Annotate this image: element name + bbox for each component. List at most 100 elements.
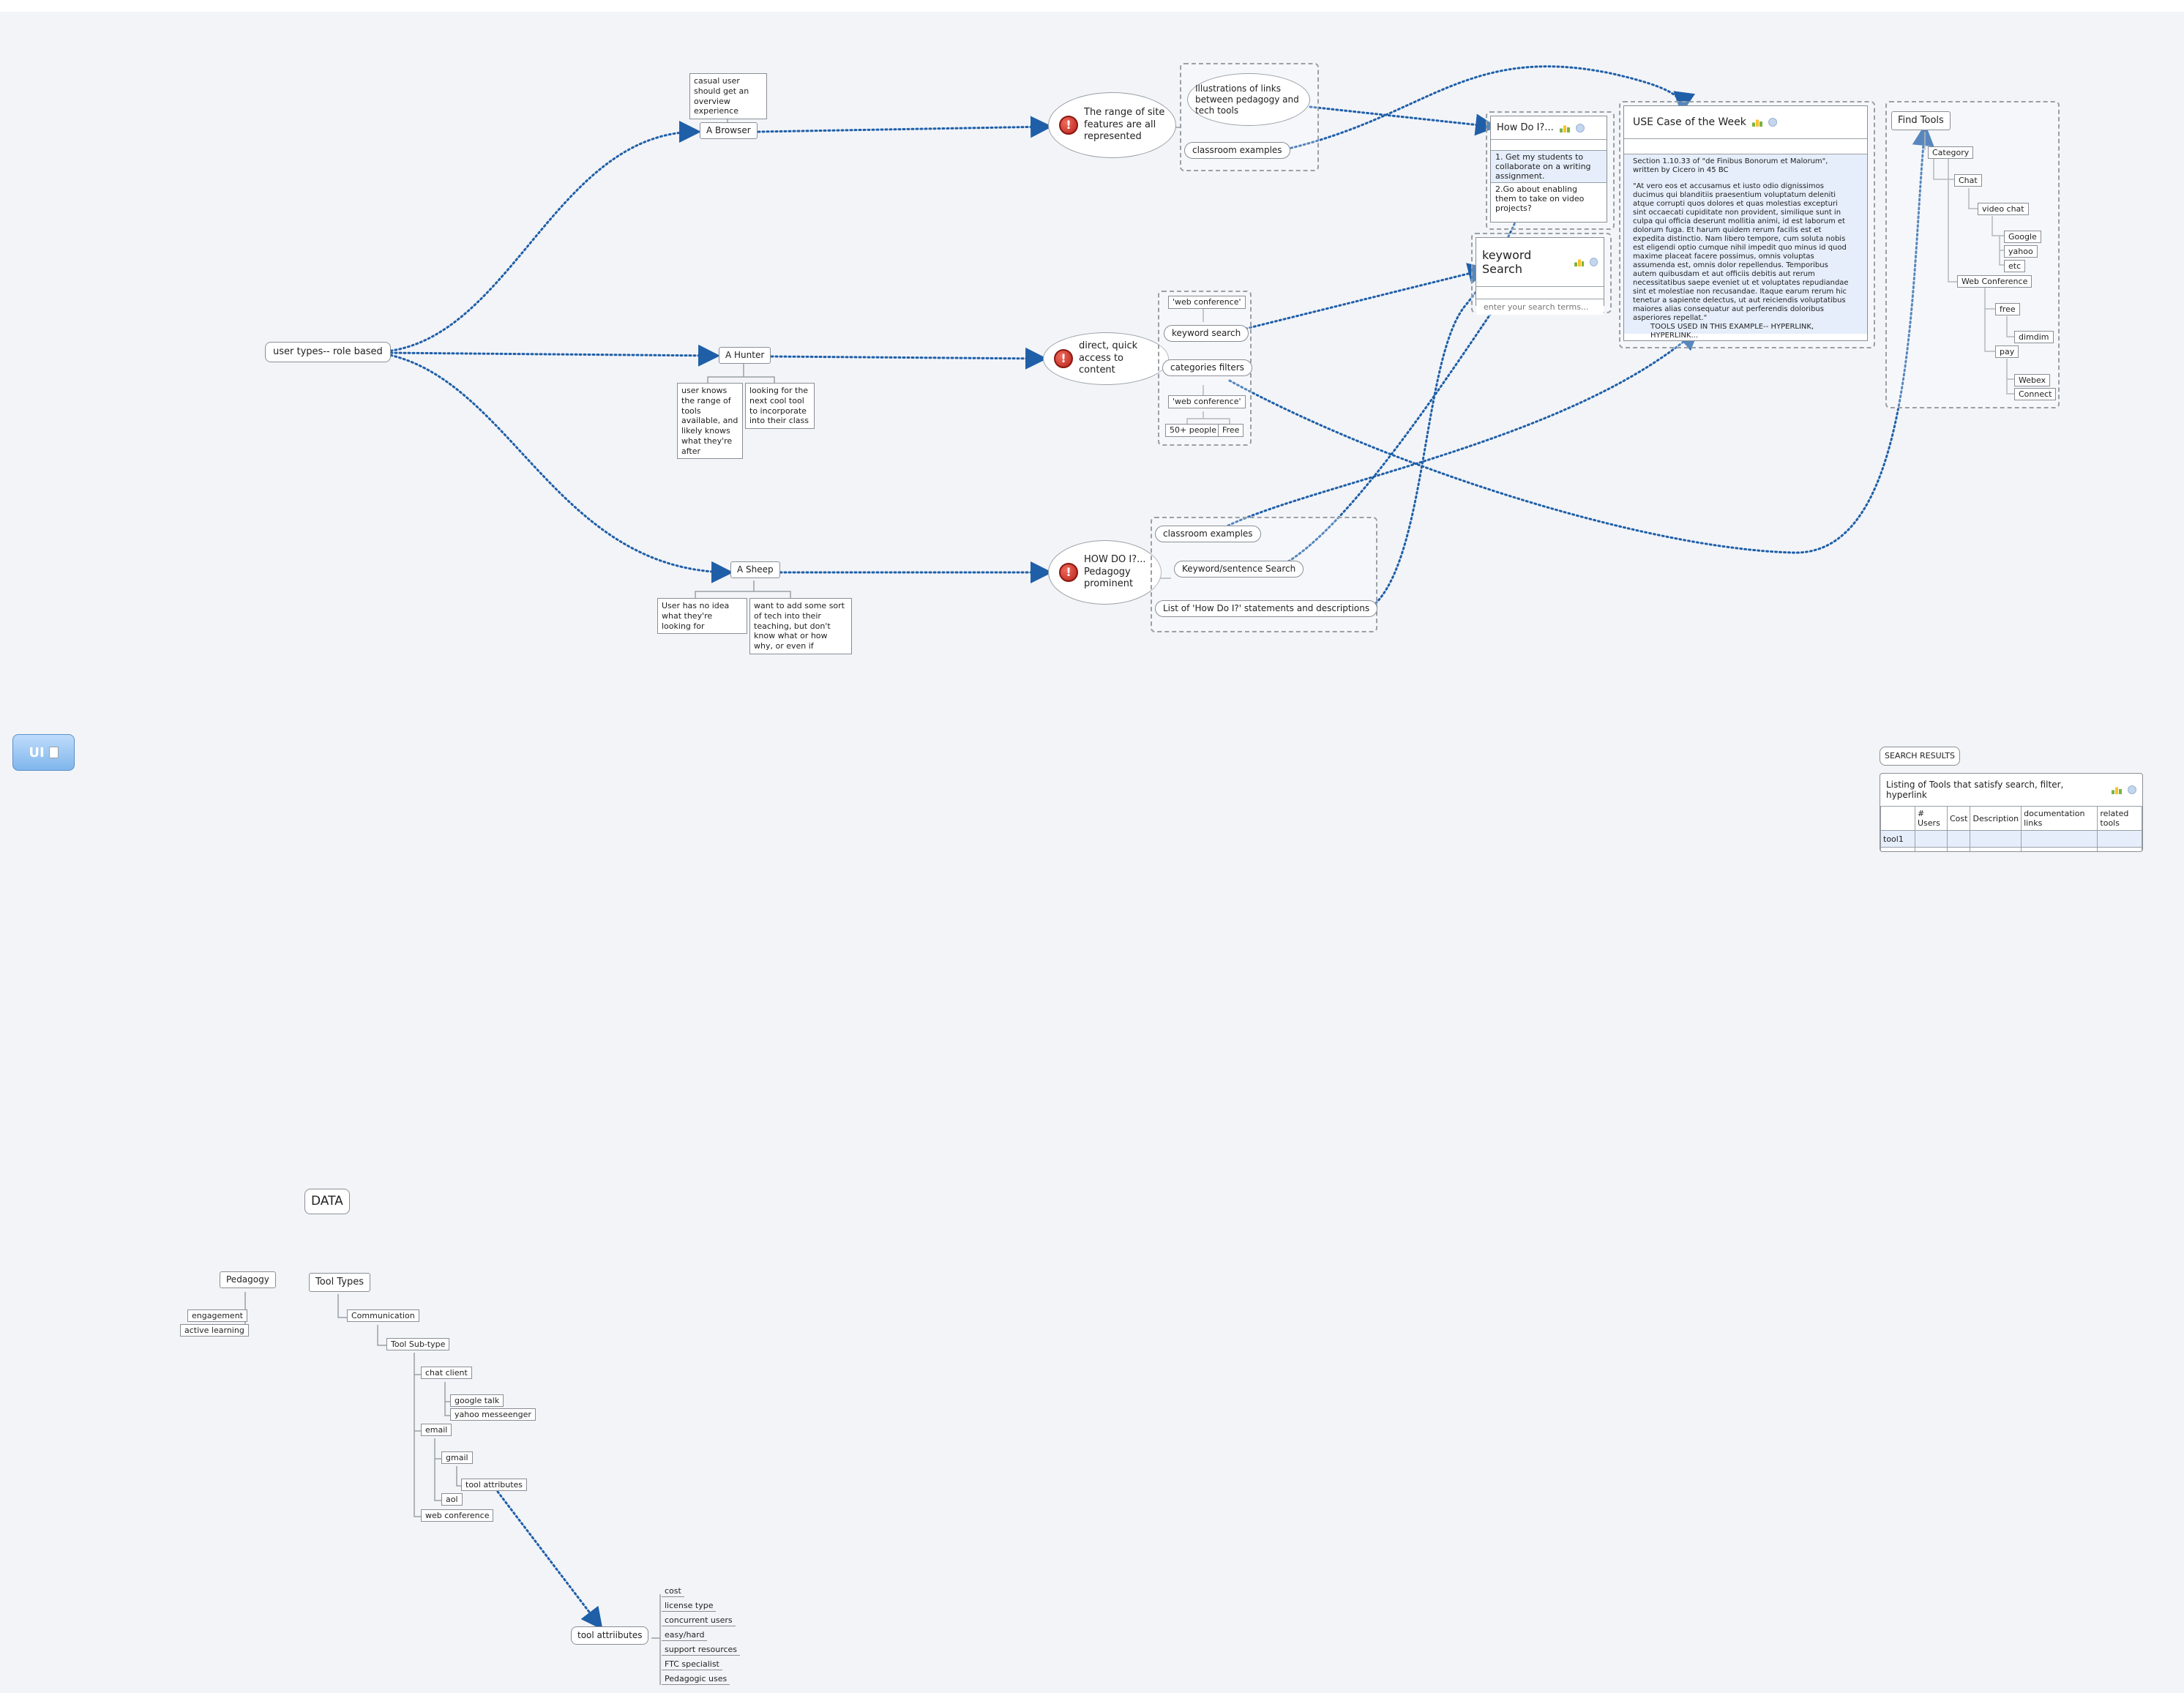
keyword-sentence-node[interactable]: Keyword/sentence Search [1174,561,1304,578]
circle-icon [1589,258,1598,266]
yahoo-messenger-node[interactable]: yahoo messeenger [450,1408,536,1421]
usecase-tools[interactable]: TOOLS USED IN THIS EXAMPLE-- HYPERLINK, … [1650,323,1814,340]
results-table: # Users Cost Description documentation l… [1880,806,2142,851]
attribute-item[interactable]: support resources [662,1644,741,1656]
browser-note: casual user should get an overview exper… [689,73,767,119]
dimdim-node[interactable]: dimdim [2014,331,2054,343]
keyword-panel-title: keyword Search [1482,248,1532,276]
web-conference-filter-node[interactable]: Web Conference [1957,275,2032,288]
link-keyword-kwsearch [1235,263,1490,332]
howdo-item-2[interactable]: 2.Go about enabling them to take on vide… [1491,182,1607,214]
data-root-node[interactable]: DATA [304,1189,350,1215]
circle-icon [1768,118,1777,127]
browser-label: A Browser [706,125,751,135]
people-node: 50+ people [1165,424,1221,437]
free-node: Free [1218,424,1244,437]
document-icon [48,747,59,758]
pay-filter-node[interactable]: pay [1995,345,2019,358]
results-header-row: # Users Cost Description documentation l… [1880,806,2142,831]
pedagogy-node[interactable]: Pedagogy [220,1271,276,1288]
attribute-item[interactable]: Pedagogic uses [662,1673,730,1685]
table-cell [1970,830,2022,848]
usecase-body: "At vero eos et accusamus et iusto odio … [1633,182,1849,322]
data-root-label: DATA [311,1194,343,1208]
sheep-label: A Sheep [737,564,774,575]
ui-root-node[interactable]: UI [12,734,75,771]
range-oval-label: The range of site features are all repre… [1084,106,1165,143]
tool-types-node[interactable]: Tool Types [309,1273,371,1293]
range-oval[interactable]: ! The range of site features are all rep… [1048,92,1176,158]
user-types-node[interactable]: user types-- role based [265,342,391,363]
email-node[interactable]: email [421,1424,452,1436]
etc-node[interactable]: etc [2004,260,2026,272]
chart-icon [1559,123,1570,132]
usecase-panel-title: USE Case of the Week [1633,116,1746,128]
usecase-content: Section 1.10.33 of "de Finibus Bonorum e… [1624,154,1867,340]
info-icon: ! [1054,349,1073,368]
google-talk-node[interactable]: google talk [450,1394,504,1407]
table-cell[interactable]: tool2 [1880,847,1915,851]
info-icon: ! [1059,116,1078,135]
free-filter-node[interactable]: free [1995,303,2020,315]
tool-subtype-node[interactable]: Tool Sub-type [386,1338,450,1350]
engagement-node[interactable]: engagement [187,1309,247,1322]
howdo-oval[interactable]: ! HOW DO I?... Pedagogy prominent [1048,540,1162,605]
find-tools-node[interactable]: Find Tools [1891,111,1951,131]
howdo-item-1[interactable]: 1. Get my students to collaborate on a w… [1491,150,1607,182]
illustrations-node[interactable]: Illustrations of links between pedagogy … [1187,73,1310,126]
table-cell [1970,847,2022,851]
communication-node[interactable]: Communication [347,1309,419,1322]
table-cell[interactable]: tool1 [1880,830,1915,848]
attribute-item[interactable]: cost [662,1585,684,1597]
attribute-item[interactable]: easy/hard [662,1629,708,1641]
keyword-search-node[interactable]: keyword search [1164,325,1249,342]
categories-filters-node[interactable]: categories filters [1162,359,1252,376]
search-results-node[interactable]: SEARCH RESULTS [1880,747,1960,766]
active-learning-node[interactable]: active learning [180,1324,249,1337]
webex-node[interactable]: Webex [2014,374,2051,386]
howdo-item-1-label: 1. Get my students to collaborate on a w… [1495,152,1591,181]
attribute-item[interactable]: concurrent users [662,1615,736,1626]
chat-client-node[interactable]: chat client [421,1367,472,1379]
pedagogy-label: Pedagogy [226,1274,269,1285]
web-conference-type-node[interactable]: web conference [421,1509,494,1522]
tool-types-label: Tool Types [315,1277,364,1287]
usecase-panel: USE Case of the Week Section 1.10.33 of … [1623,105,1868,341]
browser-node[interactable]: A Browser [700,122,758,139]
gmail-node[interactable]: gmail [441,1451,473,1464]
link-usertypes-hunter [385,344,720,367]
web-conference-mid: 'web conference' [1168,395,1246,408]
google-node[interactable]: Google [2004,231,2041,243]
column-header: related tools [2097,806,2142,831]
table-cell [1946,847,1971,851]
hunter-note-1: user knows the range of tools available,… [677,383,743,460]
connect-node[interactable]: Connect [2014,388,2057,400]
keyword-search-input[interactable] [1476,299,1604,315]
list-howdo-node[interactable]: List of 'How Do I?' statements and descr… [1155,600,1378,617]
howdo-panel: How Do I?... 1. Get my students to colla… [1490,116,1607,223]
sheep-classroom-node[interactable]: classroom examples [1155,526,1261,542]
attribute-item[interactable]: license type [662,1600,717,1612]
sheep-node[interactable]: A Sheep [730,561,780,578]
yahoo-node[interactable]: yahoo [2004,245,2038,258]
ui-root-label: UI [29,744,45,760]
hunter-node[interactable]: A Hunter [719,347,771,364]
aol-node[interactable]: aol [441,1493,463,1506]
tool-attriibutes-node[interactable]: tool attriibutes [571,1626,649,1645]
browser-classroom-node[interactable]: classroom examples [1184,142,1290,159]
link-hunter-direct [770,347,1047,370]
tool-attributes-node[interactable]: tool attributes [461,1479,528,1491]
table-row[interactable]: tool2 [1880,847,2142,851]
hunter-note-2: looking for the next cool tool to incorp… [745,383,815,429]
chart-icon [1751,118,1762,127]
video-chat-node[interactable]: video chat [1978,203,2029,215]
direct-oval[interactable]: ! direct, quick access to content [1043,332,1169,385]
search-results-label: SEARCH RESULTS [1885,751,1955,760]
table-row[interactable]: tool1 [1880,830,2142,848]
table-cell [2021,830,2098,848]
search-results-title: Listing of Tools that satisfy search, fi… [1886,780,2064,800]
attribute-item[interactable]: FTC specialist [662,1659,722,1670]
chat-node[interactable]: Chat [1954,174,1982,187]
category-node[interactable]: Category [1928,146,1974,159]
